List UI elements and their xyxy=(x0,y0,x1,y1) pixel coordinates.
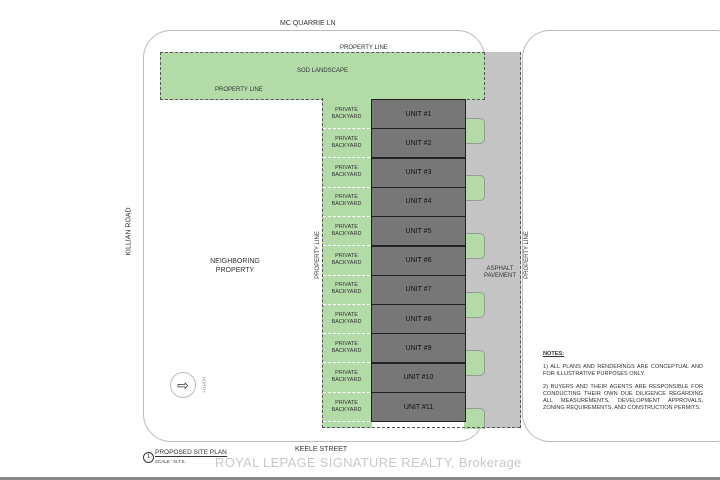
private-backyard: PRIVATE BACKYARD xyxy=(323,128,370,159)
north-arrow: ⇨ xyxy=(170,372,196,398)
unit-5: UNIT #5 xyxy=(371,216,466,247)
unit-2: UNIT #2 xyxy=(371,128,466,159)
property-line-mid-label: PROPERTY LINE xyxy=(314,231,321,279)
bottom-border xyxy=(0,477,720,480)
bottom-green-strip xyxy=(464,408,485,429)
street-north: MC QUARRIE LN xyxy=(280,20,336,27)
private-backyard: PRIVATE BACKYARD xyxy=(323,158,370,188)
unit-10: UNIT #10 xyxy=(371,362,466,393)
street-south: KEELE STREET xyxy=(295,446,348,453)
notes: NOTES: 1) ALL PLANS AND RENDERINGS ARE C… xyxy=(543,351,703,412)
private-backyard: PRIVATE BACKYARD xyxy=(323,99,370,129)
unit-9: UNIT #9 xyxy=(371,333,466,364)
bottom-property-line xyxy=(322,427,520,428)
asphalt-label: ASPHALT PAVEMENT xyxy=(483,266,517,279)
private-backyard: PRIVATE BACKYARD xyxy=(323,363,370,393)
unit-8: UNIT #8 xyxy=(371,304,466,335)
property-line-left-label: PROPERTY LINE xyxy=(215,87,263,93)
neighboring-property-label: NEIGHBORING PROPERTY xyxy=(210,258,260,274)
street-west: KILLIAN ROAD xyxy=(125,207,133,256)
unit-4: UNIT #4 xyxy=(371,186,466,217)
green-bump xyxy=(464,233,485,259)
title-name: PROPOSED SITE PLAN xyxy=(155,449,227,457)
private-backyard: PRIVATE BACKYARD xyxy=(323,333,370,364)
private-backyard: PRIVATE BACKYARD xyxy=(323,246,370,276)
road-outline-east xyxy=(522,30,720,442)
private-backyard: PRIVATE BACKYARD xyxy=(323,304,370,335)
unit-11: UNIT #11 xyxy=(371,392,466,422)
property-line-right-label: PROPERTY LINE xyxy=(523,231,530,279)
property-line-top-label: PROPERTY LINE xyxy=(340,45,388,51)
private-backyard: PRIVATE BACKYARD xyxy=(323,187,370,217)
note-2: 2) BUYERS AND THEIR AGENTS ARE RESPONSIB… xyxy=(543,384,703,411)
unit-6: UNIT #6 xyxy=(371,245,466,276)
unit-3: UNIT #3 xyxy=(371,157,466,188)
north-label: NORTH xyxy=(201,376,207,393)
backyard-column xyxy=(322,98,372,428)
note-1: 1) ALL PLANS AND RENDERINGS ARE CONCEPTU… xyxy=(543,364,703,377)
sod-landscape-area xyxy=(160,52,485,100)
unit-1: UNIT #1 xyxy=(371,99,466,129)
green-bump xyxy=(464,292,485,318)
watermark: ROYAL LEPAGE SIGNATURE REALTY, Brokerage xyxy=(215,455,522,470)
private-backyard: PRIVATE BACKYARD xyxy=(323,216,370,247)
notes-heading: NOTES: xyxy=(543,351,565,357)
private-backyard: PRIVATE BACKYARD xyxy=(323,392,370,422)
green-bump xyxy=(464,350,485,376)
unit-7: UNIT #7 xyxy=(371,274,466,305)
sod-landscape-label: SOD LANDSCAPE xyxy=(297,68,349,74)
green-bump xyxy=(464,118,485,144)
private-backyard: PRIVATE BACKYARD xyxy=(323,275,370,305)
green-bump xyxy=(464,175,485,201)
title-scale: SCALE : N.T.S. xyxy=(155,459,186,464)
title-number: 1 xyxy=(143,452,154,463)
